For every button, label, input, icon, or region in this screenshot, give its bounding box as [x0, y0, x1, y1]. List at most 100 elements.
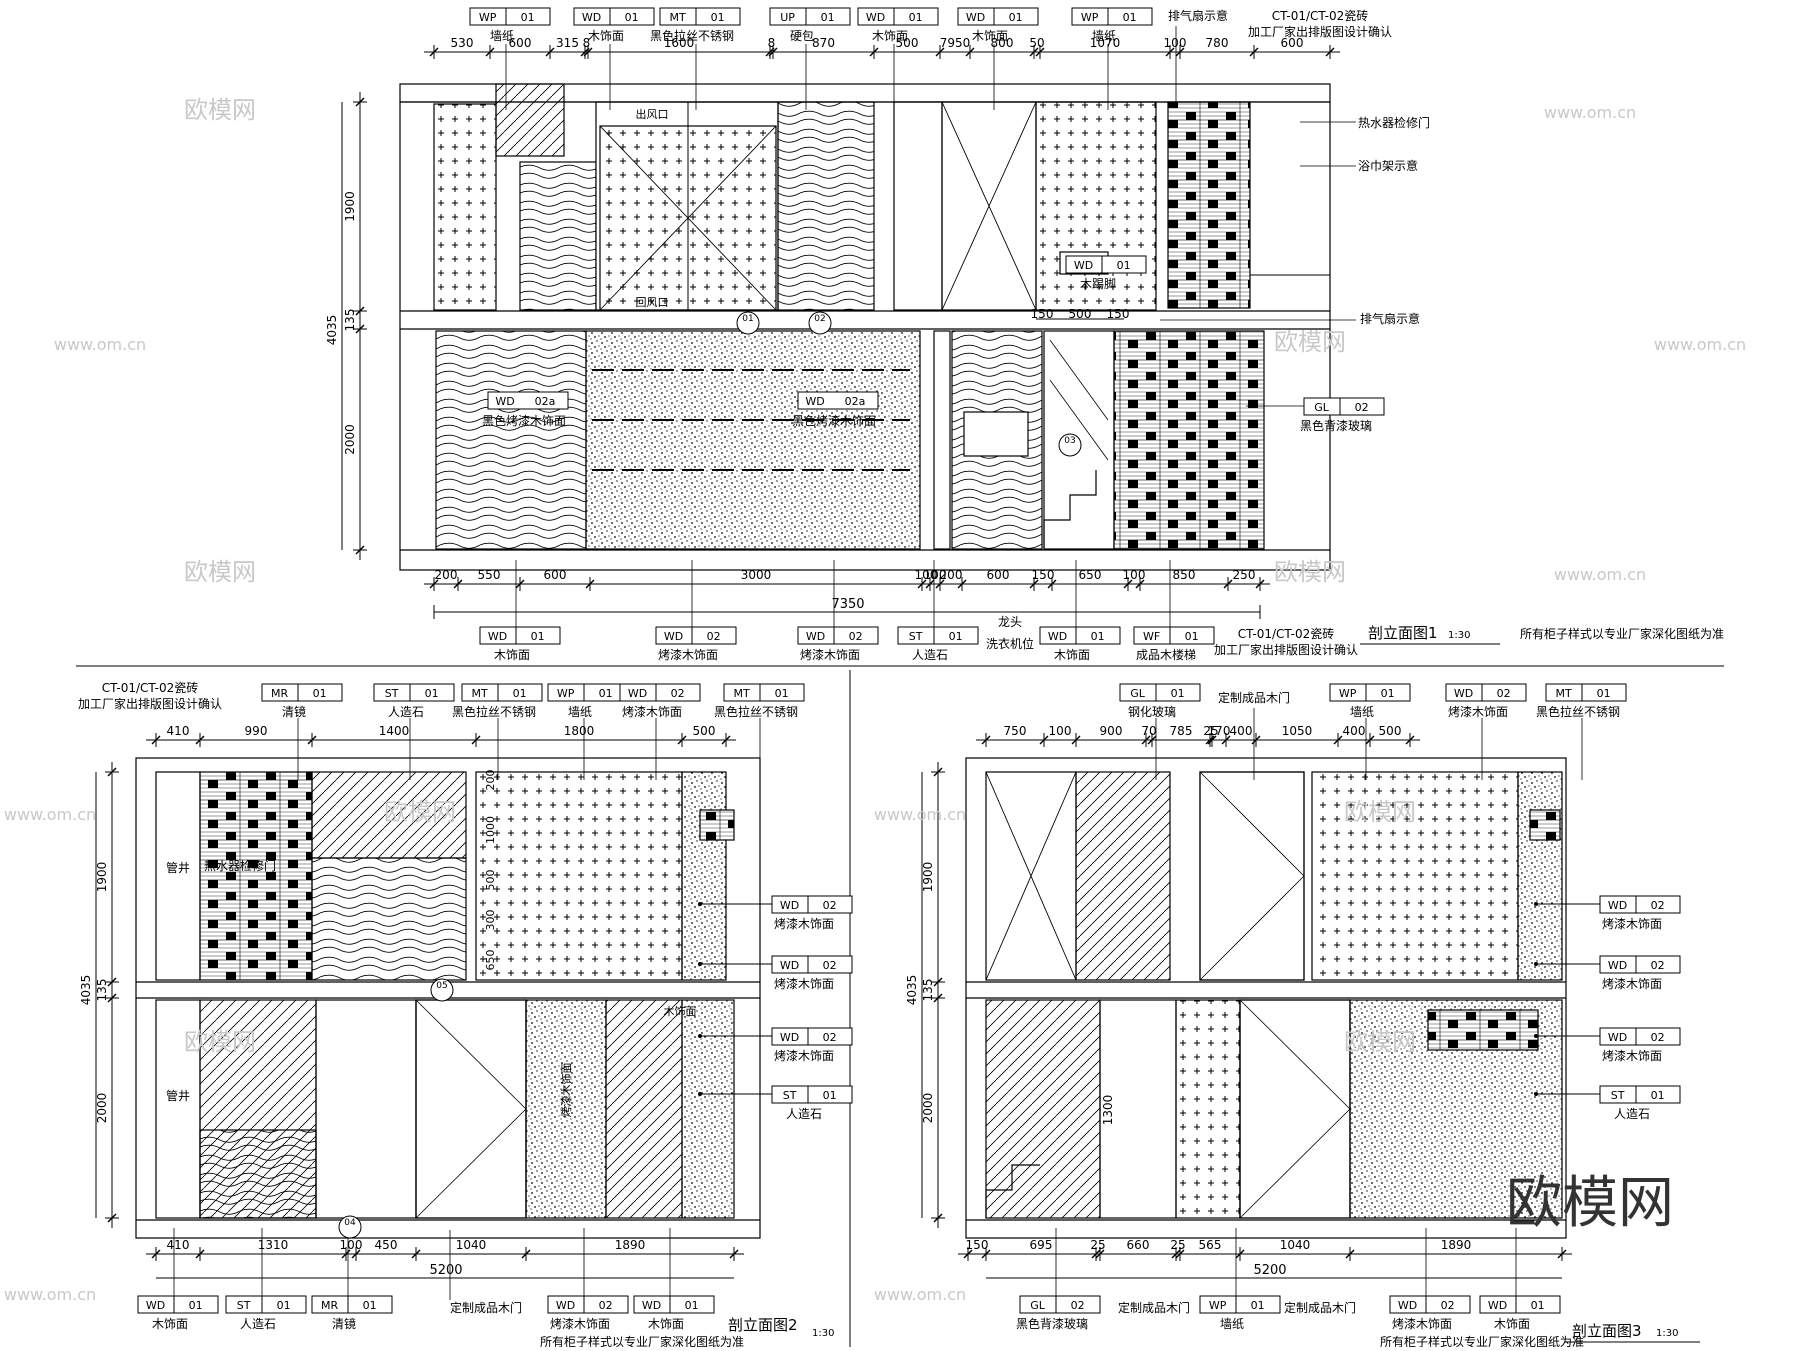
- dimension-text: 170: [1208, 724, 1231, 738]
- material-tag: [723, 683, 805, 702]
- material-number: 01: [1251, 1299, 1265, 1312]
- drawing-title: 剖立面图3: [1572, 1322, 1642, 1340]
- dimension-text: 250: [1233, 568, 1256, 582]
- material-number: 01: [1597, 687, 1611, 700]
- tile-wall: [1167, 101, 1251, 309]
- drawing-title: 剖立面图1: [1368, 624, 1438, 642]
- drawing-note: 所有柜子样式以专业厂家深化图纸为准: [1520, 626, 1724, 641]
- material-tag: [769, 7, 851, 26]
- black-glass-lower: [985, 999, 1101, 1219]
- material-code: GL: [1130, 687, 1146, 700]
- dimension-text: 400: [1343, 724, 1366, 738]
- material-tag: [1065, 255, 1147, 274]
- material-code: WD: [1454, 687, 1473, 700]
- material-name: 木饰面: [152, 1317, 188, 1331]
- material-code: WD: [1048, 630, 1067, 643]
- material-code: WD: [1398, 1299, 1417, 1312]
- tile-wall-upper: [199, 771, 313, 981]
- material-tag: [1599, 895, 1681, 914]
- material-number: 02: [1071, 1299, 1085, 1312]
- faucet-label: 龙头: [998, 615, 1022, 629]
- material-number: 01: [909, 11, 923, 24]
- material-tag: [797, 391, 879, 410]
- material-name: 墙纸: [1350, 705, 1374, 719]
- tile-note: 加工厂家出排版图设计确认: [78, 696, 222, 711]
- door-lower: [415, 999, 527, 1219]
- material-name: 黑色拉丝不锈钢: [714, 704, 798, 719]
- material-number: 02: [849, 630, 863, 643]
- door-lower-a: [1099, 999, 1177, 1219]
- watermark-url: www.om.cn: [1654, 335, 1746, 354]
- inner-label: 烤漆木饰面: [559, 1063, 573, 1118]
- section-ref-marker: [736, 311, 760, 335]
- dimension-text: 135: [95, 979, 109, 1002]
- drawing-scale: 1:30: [812, 1328, 834, 1339]
- dimension-text: 990: [245, 724, 268, 738]
- door-label: 定制成品木门: [1118, 1300, 1190, 1315]
- dimension-text: 870: [812, 36, 835, 50]
- material-number: 01: [685, 1299, 699, 1312]
- material-name: 人造石: [912, 648, 948, 662]
- post: [933, 330, 951, 550]
- stair-profile: [1043, 470, 1097, 549]
- door-panel: [1239, 999, 1351, 1219]
- material-tag: [771, 895, 853, 914]
- dimension-text: 2000: [95, 1093, 109, 1124]
- dimension-text: 660: [1127, 1238, 1150, 1252]
- drawing-scale: 1:30: [1448, 630, 1470, 641]
- dimension-text: 200: [484, 770, 497, 791]
- stone-lower: [605, 999, 683, 1219]
- material-tag: [469, 7, 551, 26]
- material-name: 人造石: [240, 1317, 276, 1331]
- dimension-text: 25: [1090, 1238, 1105, 1252]
- material-name: 墙纸: [1220, 1317, 1244, 1331]
- dimension-text: 8: [583, 36, 591, 50]
- material-number: 01: [189, 1299, 203, 1312]
- drawing-note: 所有柜子样式以专业厂家深化图纸为准: [540, 1334, 744, 1347]
- dimension-text: 100: [1164, 36, 1187, 50]
- material-tag: [1599, 1085, 1681, 1104]
- material-name: 烤漆木饰面: [1602, 1048, 1662, 1063]
- material-name: 烤漆木饰面: [774, 916, 834, 931]
- material-code: WD: [488, 630, 507, 643]
- section-ref-number: 03: [1064, 436, 1075, 446]
- dimension-total: 4035: [79, 975, 93, 1006]
- dimension-text: 150: [1031, 307, 1054, 321]
- dimension-text: 3000: [741, 568, 772, 582]
- dimension-text: 1890: [1441, 1238, 1472, 1252]
- material-tag: [373, 683, 455, 702]
- dimension-text: 500: [484, 870, 497, 891]
- dimension-text: 1890: [615, 1238, 646, 1252]
- material-number: 02: [599, 1299, 613, 1312]
- stair-tile-wall: [1113, 330, 1265, 550]
- lower-wood-panel-a: [435, 330, 587, 550]
- material-number: 01: [1171, 687, 1185, 700]
- material-code: WD: [966, 11, 985, 24]
- dimension-text: 25: [1170, 1238, 1185, 1252]
- material-tag: [1445, 683, 1527, 702]
- material-number: 01: [949, 630, 963, 643]
- dimension-text: 1900: [343, 191, 357, 222]
- material-name: 成品木楼梯: [1136, 647, 1196, 662]
- dimension-text: 315: [556, 36, 579, 50]
- air-outlet-label: 出风口: [636, 107, 669, 121]
- material-tag: [1389, 1295, 1471, 1314]
- tile-note: CT-01/CT-02瓷砖: [1238, 626, 1334, 641]
- material-code: WD: [806, 630, 825, 643]
- dimension-text: 565: [1199, 1238, 1222, 1252]
- section-ref-number: 05: [436, 981, 447, 991]
- shaft-label: 管井: [166, 1088, 190, 1103]
- material-tag: [633, 1295, 715, 1314]
- material-number: 01: [1123, 11, 1137, 24]
- dimension-text: 1040: [1280, 1238, 1311, 1252]
- material-code: ST: [237, 1299, 251, 1312]
- material-tag: [1599, 955, 1681, 974]
- material-code: WD: [866, 11, 885, 24]
- material-tag: [771, 1027, 853, 1046]
- material-code: WP: [1081, 11, 1099, 24]
- material-code: WD: [628, 687, 647, 700]
- material-name: 烤漆木饰面: [1448, 704, 1508, 719]
- dimension-text: 785: [1170, 724, 1193, 738]
- dimension-text: 8: [768, 36, 776, 50]
- material-code: GL: [1030, 1299, 1046, 1312]
